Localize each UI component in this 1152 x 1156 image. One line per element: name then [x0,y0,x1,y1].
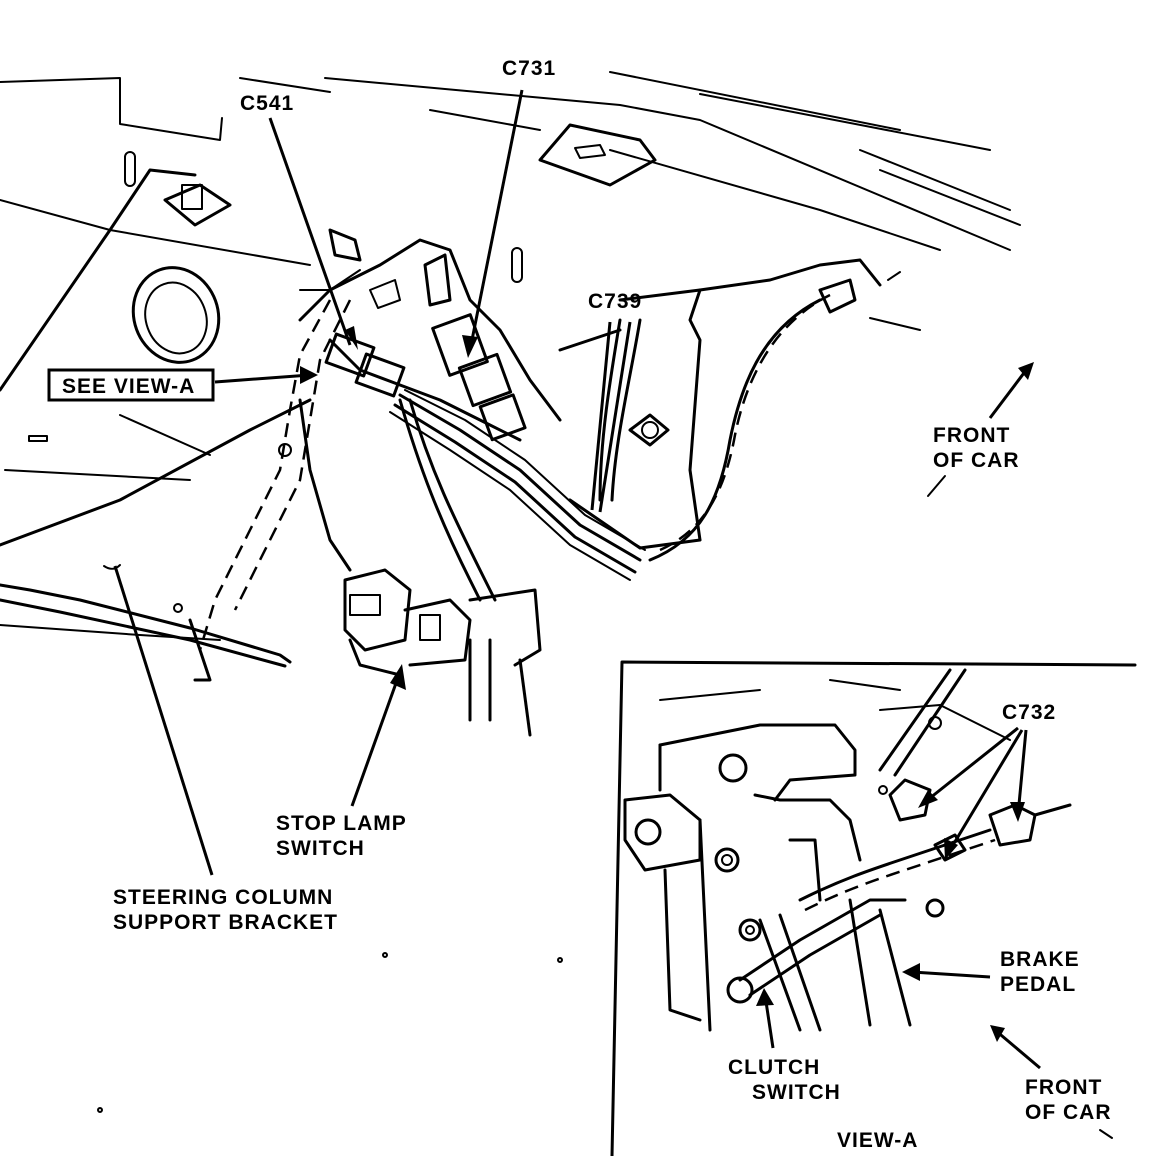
labels: C541 C731 C739 SEE VIEW-A FRONT OF CAR S… [47,57,1112,1152]
label-brake-pedal-2: PEDAL [1000,973,1076,996]
see-view-a-box [47,368,215,402]
label-front-of-car-main-1: FRONT [933,424,1010,447]
label-front-of-car-inset-1: FRONT [1025,1076,1102,1099]
label-steering-column-1: STEERING COLUMN [113,886,333,909]
label-stop-lamp-2: SWITCH [276,837,365,860]
label-c541: C541 [240,92,294,115]
label-c731: C731 [502,57,556,80]
label-view-a: VIEW-A [837,1129,918,1152]
label-clutch-switch-1: CLUTCH [728,1056,820,1079]
inset-leaders [756,726,1113,1139]
label-stop-lamp-1: STOP LAMP [276,812,407,835]
label-clutch-switch-2: SWITCH [752,1081,841,1104]
label-steering-column-2: SUPPORT BRACKET [113,911,338,934]
label-front-of-car-main-2: OF CAR [933,449,1020,472]
main-view [0,71,1021,1113]
label-front-of-car-inset-2: OF CAR [1025,1101,1112,1124]
view-a-inset [610,660,1137,1156]
label-c739: C739 [588,290,642,313]
label-see-view-a: SEE VIEW-A [62,375,195,398]
label-c732: C732 [1002,701,1056,724]
main-leaders [103,89,1034,876]
label-brake-pedal-1: BRAKE [1000,948,1080,971]
